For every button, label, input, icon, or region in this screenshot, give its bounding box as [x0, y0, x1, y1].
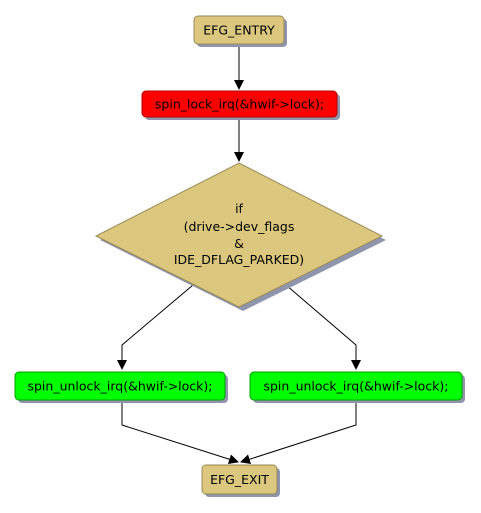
entry-node-box — [193, 15, 285, 45]
decision-line-3: & — [234, 236, 244, 251]
decision-line-4: IDE_DFLAG_PARKED) — [174, 252, 304, 267]
lock-node-label: spin_lock_irq(&hwif->lock); — [155, 97, 324, 112]
unlock-left-node: spin_unlock_irq(&hwif->lock); — [14, 371, 228, 403]
edge-decision-to-unlock-right — [285, 284, 361, 370]
edge-decision-to-unlock-left — [117, 284, 194, 370]
decision-node-box — [94, 162, 384, 308]
unlock-right-node-label: spin_unlock_irq(&hwif->lock); — [263, 379, 448, 394]
entry-node: EFG_ENTRY — [193, 15, 287, 47]
entry-node-label: EFG_ENTRY — [203, 23, 275, 38]
unlock-right-node-box — [249, 371, 463, 401]
decision-line-2: (drive->dev_flags — [184, 219, 295, 234]
lock-node: spin_lock_irq(&hwif->lock); — [141, 90, 340, 120]
lock-node-box — [141, 90, 338, 118]
unlock-left-node-label: spin_unlock_irq(&hwif->lock); — [27, 379, 212, 394]
decision-line-1: if — [235, 201, 243, 216]
unlock-right-node: spin_unlock_irq(&hwif->lock); — [249, 371, 465, 403]
edge-unlock-right-to-exit — [240, 400, 357, 465]
edge-unlock-left-to-exit — [121, 400, 239, 465]
edges — [117, 44, 361, 465]
unlock-left-node-box — [14, 371, 226, 401]
exit-node-label: EFG_EXIT — [210, 472, 269, 487]
exit-node: EFG_EXIT — [201, 464, 280, 497]
decision-node: if (drive->dev_flags & IDE_DFLAG_PARKED) — [94, 162, 386, 311]
exit-node-box — [201, 464, 278, 495]
